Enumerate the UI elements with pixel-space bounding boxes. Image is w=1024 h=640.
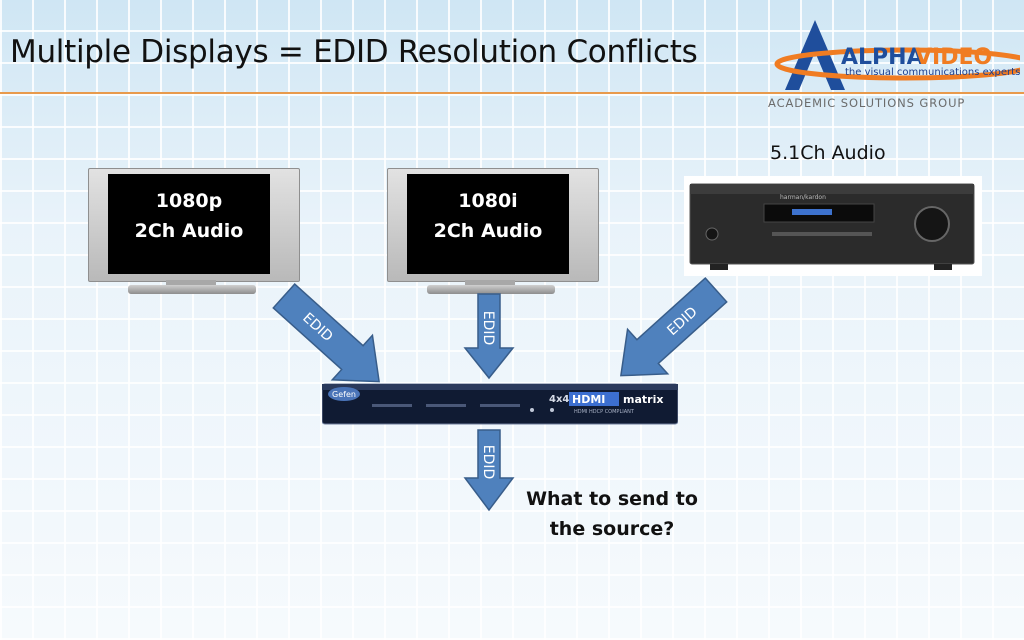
logo-subtitle: ACADEMIC SOLUTIONS GROUP <box>768 96 966 110</box>
display-1-resolution: 1080p <box>155 190 223 212</box>
display-2-label: 1080i 2Ch Audio <box>407 186 569 246</box>
matrix-subtext: HDMI HDCP COMPLIANT <box>574 409 635 415</box>
edid-arrow-bottom: EDID <box>463 429 515 512</box>
receiver-display-readout <box>792 209 832 215</box>
matrix-led-icon <box>530 408 534 412</box>
display-stand <box>128 285 256 294</box>
display-neck <box>465 280 515 286</box>
logo-brand-part1: ALPHA <box>841 45 924 70</box>
receiver-brand: harman/kardon <box>780 194 826 201</box>
edid-label-middle: EDID <box>480 311 496 346</box>
matrix-ir-icon <box>550 408 554 412</box>
logo-tagline: the visual communications experts <box>845 67 1021 78</box>
power-button-icon <box>705 227 719 241</box>
display-screen <box>407 174 569 274</box>
display-1-audio: 2Ch Audio <box>134 220 244 242</box>
edid-arrow-middle: EDID <box>463 293 515 380</box>
volume-knob-icon <box>914 206 950 242</box>
display-2-audio: 2Ch Audio <box>433 220 543 242</box>
matrix-brand-badge <box>328 387 360 401</box>
display-2: 1080i 2Ch Audio <box>387 168 599 294</box>
av-receiver: harman/kardon <box>684 176 982 276</box>
alphavideo-logo: ALPHA VIDEO <box>774 20 1020 90</box>
matrix-brand: Gefen <box>332 390 356 399</box>
edid-arrow-right: EDID <box>620 277 728 377</box>
hdmi-matrix-switch: Gefen 4x4 HDMI matrix HDMI HDCP COMPLIAN… <box>322 383 678 425</box>
matrix-hdmi-badge <box>569 392 619 406</box>
source-question-line1: What to send to <box>526 488 698 510</box>
receiver-caption: 5.1Ch Audio <box>770 142 886 164</box>
display-1-label: 1080p 2Ch Audio <box>108 186 270 246</box>
edid-label-bottom: EDID <box>480 445 496 480</box>
display-neck <box>166 280 216 286</box>
display-screen <box>108 174 270 274</box>
slide-title: Multiple Displays = EDID Resolution Conf… <box>10 34 698 70</box>
matrix-model-suffix: matrix <box>623 393 663 406</box>
display-1: 1080p 2Ch Audio <box>88 168 300 294</box>
logo-swoosh <box>774 47 1020 81</box>
source-question: What to send to the source? <box>512 484 712 544</box>
logo-brand-part2: VIDEO <box>915 45 992 70</box>
matrix-model-hdmi: HDMI <box>572 393 605 406</box>
source-question-line2: the source? <box>549 518 675 540</box>
edid-arrow-left: EDID <box>272 283 380 383</box>
title-divider <box>0 92 1024 94</box>
display-2-resolution: 1080i <box>458 190 518 212</box>
matrix-model-prefix: 4x4 <box>549 394 569 405</box>
display-stand <box>427 285 555 294</box>
